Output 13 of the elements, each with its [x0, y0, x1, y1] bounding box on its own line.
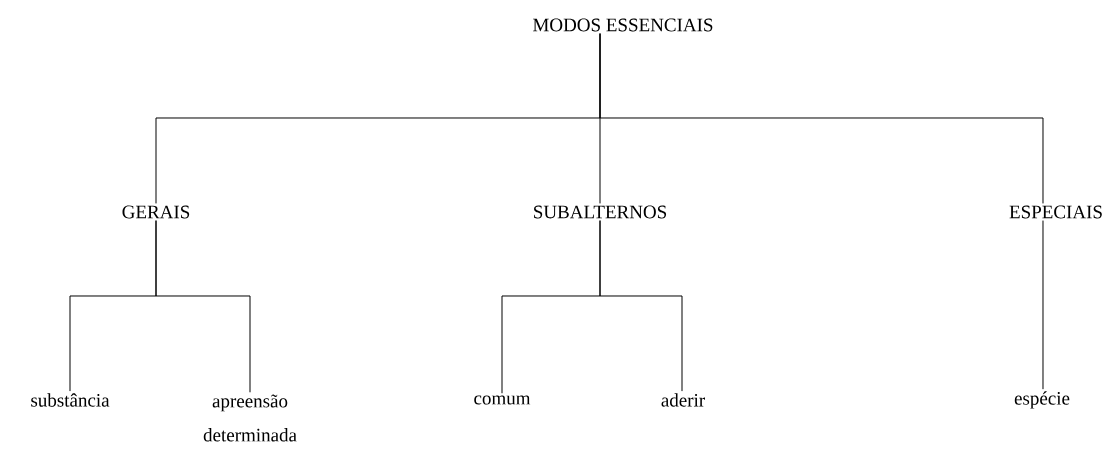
- label-text: substância: [31, 393, 110, 407]
- label-text: aderir: [661, 393, 705, 407]
- connector-line: [599, 33, 1044, 204]
- connector-line: [155, 220, 251, 393]
- label-text: MODOS ESSENCIAIS: [533, 18, 713, 32]
- connector-line: [599, 220, 683, 392]
- connector-line: [1042, 220, 1044, 390]
- label-text: ESPECIAIS: [1009, 205, 1102, 219]
- label-text: espécie: [1014, 391, 1070, 409]
- label-text: SUBALTERNOS: [534, 205, 667, 219]
- label-text: GERAIS: [122, 205, 190, 219]
- label-text: comum: [474, 395, 531, 405]
- label-text: apreensão determinada: [203, 394, 297, 442]
